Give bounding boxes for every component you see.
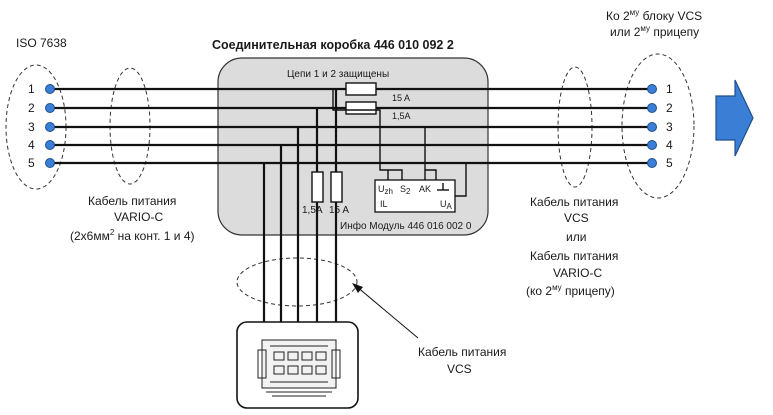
fuse-15a-label: 15 A [392,93,410,103]
right-cable-line6: (ко 2му прицепу) [526,283,615,298]
right-cable-line4: Кабель питания [530,249,618,263]
fuse-low-2 [330,171,343,203]
right-pin-5 [647,158,657,168]
top-right-caption-line2: или 2му прицепу [610,24,699,39]
bottom-cable-line2: VCS [447,362,472,376]
left-cable-line2: VARIO-C [114,210,163,224]
module-pin-ak: AK [419,184,431,194]
module-pin-ua: UA [440,199,453,211]
module-wire-c [425,169,437,180]
right-pin-2 [647,103,657,113]
right-pin-label-4: 4 [666,138,673,152]
right-cable-line2: VCS [564,211,589,225]
module-wire-a [332,89,403,180]
fuse-low-left-label: 1,5A [302,205,323,216]
bottom-cable-pointer [355,285,419,339]
right-pins: 1 2 3 4 5 [647,82,673,170]
left-pin-label-4: 4 [28,138,35,152]
module-pin-s2: S2 [400,184,411,196]
left-pin-2 [45,103,55,113]
right-cable-line5: VARIO-C [553,266,602,280]
fuse-low-right-label: 15 A [329,205,349,216]
left-pin-label-2: 2 [28,101,35,115]
right-pin-label-2: 2 [666,101,673,115]
left-pin-3 [45,122,55,132]
info-module [374,179,456,213]
right-pin-label-3: 3 [666,120,673,134]
fuse-top-1 [345,82,377,96]
right-cable-line1: Кабель питания [530,195,618,209]
right-cable-line3: или [566,230,586,244]
fuse-low-1 [311,171,324,203]
right-pin-4 [647,140,657,150]
module-pin-uzh: Uzh [378,184,393,196]
left-pin-5 [45,158,55,168]
right-pin-1 [647,84,657,94]
right-pin-3 [647,122,657,132]
left-pins: 1 2 3 4 5 [28,82,55,170]
left-cable-line3: (2x6мм2 на конт. 1 и 4) [70,228,195,243]
right-pin-label-5: 5 [666,156,673,170]
vcs-connector-drawing [257,339,341,397]
left-pin-label-5: 5 [28,156,35,170]
iso-label: ISO 7638 [16,36,67,50]
right-connector-outline [621,53,695,199]
left-cable-line1: Кабель питания [88,194,176,208]
module-pin-il: IL [380,199,388,209]
bottom-cable-pointer-head [352,283,363,293]
module-ground-wire [455,163,467,197]
top-right-caption-line1: Ко 2му блоку VCS [606,8,702,23]
module-caption: Инфо Модуль 446 016 002 0 [340,220,472,232]
box-title: Соединительная коробка 446 010 092 2 [212,38,454,52]
left-pin-label-3: 3 [28,120,35,134]
left-pin-1 [45,84,55,94]
left-pin-4 [45,140,55,150]
right-pin-label-1: 1 [666,82,673,96]
bottom-cable-line1: Кабель питания [418,345,506,359]
circuits-protected-label: Цепи 1 и 2 защищены [287,69,389,80]
fuse-top-2 [345,101,377,115]
left-pin-label-1: 1 [28,82,35,96]
fuse-15-label: 1,5A [392,111,411,121]
direction-arrow-icon [715,79,754,157]
